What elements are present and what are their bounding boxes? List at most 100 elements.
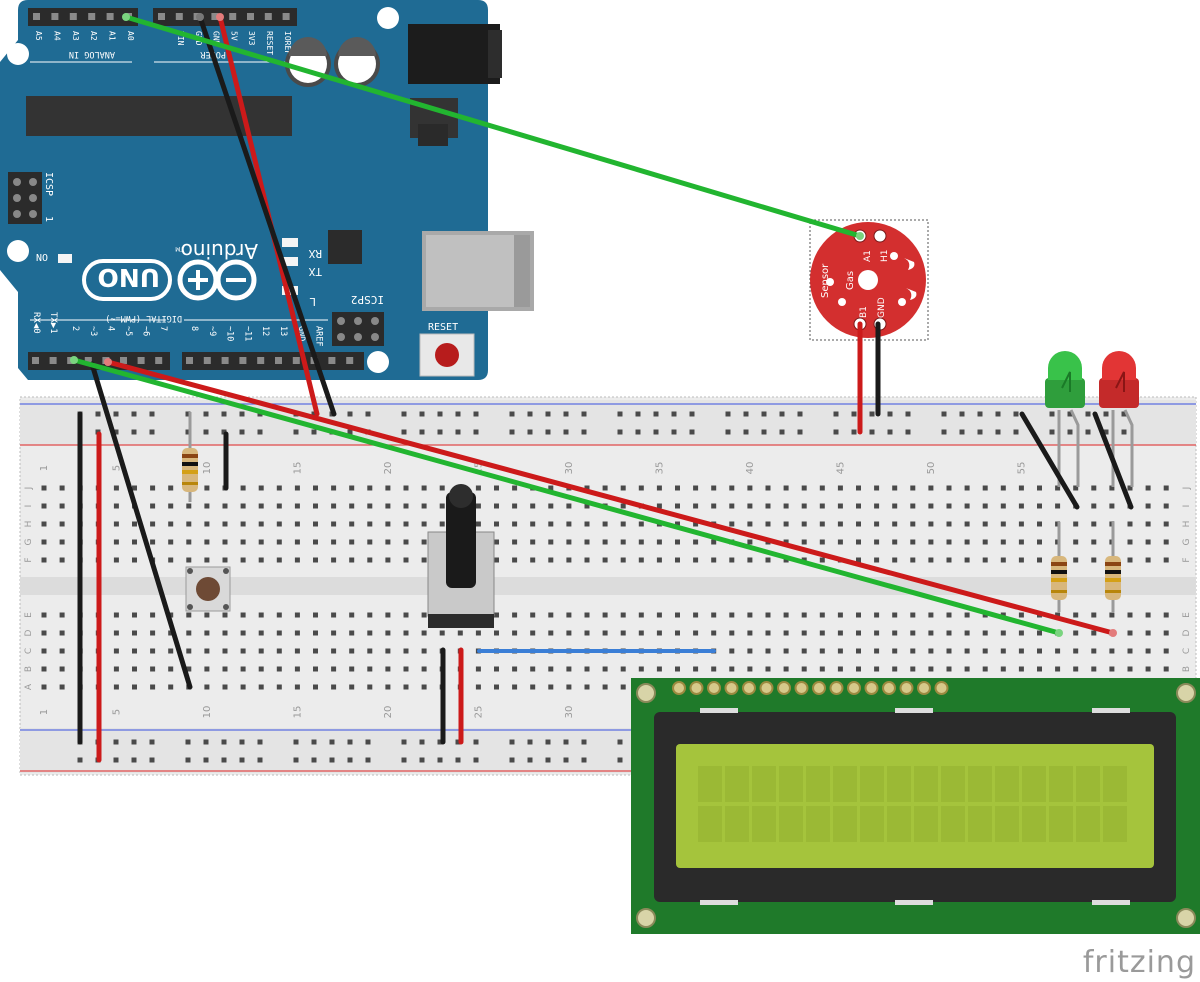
breadboard-hole (892, 666, 898, 672)
breadboard-hole (747, 648, 753, 654)
rail-hole (329, 757, 335, 763)
breadboard-hole (240, 648, 246, 654)
breadboard-hole (258, 666, 264, 672)
breadboard-hole (276, 684, 282, 690)
breadboard-hole (1163, 485, 1169, 491)
lcd-pin (794, 681, 809, 695)
push-button[interactable] (185, 566, 231, 612)
row-label: B (24, 666, 34, 672)
header-pin (32, 357, 39, 364)
mount-hole (7, 240, 29, 262)
breadboard-hole (910, 557, 916, 563)
rail-hole (1049, 411, 1055, 417)
lcd-pin (864, 681, 879, 695)
rail-hole (563, 411, 569, 417)
arduino-brand-text: Arduino (181, 239, 258, 263)
breadboard-hole (548, 630, 554, 636)
breadboard-hole (403, 539, 409, 545)
lcd-pin (899, 681, 914, 695)
power-header (153, 8, 297, 26)
wire-green-long (71, 357, 1062, 636)
potentiometer[interactable] (427, 484, 495, 628)
rail-hole (293, 429, 299, 435)
breadboard-hole (584, 630, 590, 636)
lcd-cell (1103, 766, 1127, 802)
header-pin (292, 357, 300, 364)
breadboard-hole (421, 503, 427, 509)
breadboard-hole (385, 521, 391, 527)
header-pin (275, 357, 282, 364)
rail-hole (833, 411, 839, 417)
rail-hole (149, 757, 155, 763)
rail-hole (1013, 411, 1019, 417)
rail-hole (473, 739, 479, 745)
breadboard-hole (602, 630, 608, 636)
breadboard-hole (856, 503, 861, 509)
rail-hole (581, 757, 587, 763)
lcd-pin (917, 681, 931, 695)
reset-button[interactable] (419, 333, 475, 377)
row-label: E (1182, 612, 1192, 618)
power-pin-label: VIN (176, 31, 185, 46)
breadboard-hole (1073, 557, 1079, 563)
breadboard-hole (729, 630, 735, 636)
header-pin (264, 13, 272, 20)
breadboard-hole (964, 666, 970, 672)
breadboard-hole (874, 503, 880, 509)
digital-pin-label: GND (296, 326, 306, 341)
rail-hole (1103, 411, 1109, 417)
row-label: H (24, 521, 34, 528)
arduino-pcb (0, 0, 488, 380)
breadboard-hole (765, 557, 771, 563)
lcd-cell (887, 766, 911, 802)
breadboard-hole (747, 630, 753, 636)
breadboard-hole (59, 666, 65, 672)
breadboard-hole (837, 630, 843, 636)
wire-black (1092, 411, 1134, 510)
breadboard-hole (584, 485, 590, 491)
breadboard-hole (367, 630, 373, 636)
analog-header-label: ANALOG IN (69, 49, 115, 59)
rail-hole (959, 411, 965, 417)
rail-hole (113, 757, 119, 763)
breadboard-hole (856, 521, 861, 527)
breadboard-hole (620, 684, 626, 690)
breadboard-hole (530, 539, 536, 545)
breadboard-hole (1000, 485, 1006, 491)
breadboard-hole (294, 521, 300, 527)
breadboard-hole (964, 521, 970, 527)
breadboard-hole (222, 539, 228, 545)
breadboard-hole (584, 684, 590, 690)
rail-hole (311, 757, 317, 763)
breadboard-hole (240, 521, 246, 527)
rail-hole (239, 429, 245, 435)
lcd-cell (1022, 806, 1046, 842)
on-label: ON (36, 251, 48, 262)
lcd-cell (860, 766, 884, 802)
breadboard-hole (1000, 648, 1006, 654)
breadboard-hole (982, 557, 988, 563)
breadboard-hole (1145, 485, 1151, 491)
breadboard-hole (367, 503, 373, 509)
breadboard-hole (421, 557, 427, 563)
breadboard-hole (403, 648, 409, 654)
breadboard-hole (222, 666, 228, 672)
breadboard-hole (910, 666, 916, 672)
breadboard-hole (1163, 503, 1169, 509)
lcd-cell (968, 806, 992, 842)
rail-hole (563, 757, 569, 763)
breadboard-hole (258, 648, 264, 654)
breadboard-hole (584, 666, 590, 672)
breadboard-hole (729, 485, 735, 491)
breadboard-hole (349, 630, 355, 636)
row-label: I (1182, 505, 1192, 508)
breadboard-hole (1018, 503, 1024, 509)
breadboard-hole (910, 503, 916, 509)
breadboard-hole (675, 485, 680, 491)
digital-pin-label: 12 (260, 326, 270, 336)
breadboard-hole (946, 648, 952, 654)
breadboard-hole (584, 503, 590, 509)
rail-hole (347, 757, 353, 763)
breadboard-hole (620, 630, 626, 636)
breadboard-hole (403, 503, 409, 509)
